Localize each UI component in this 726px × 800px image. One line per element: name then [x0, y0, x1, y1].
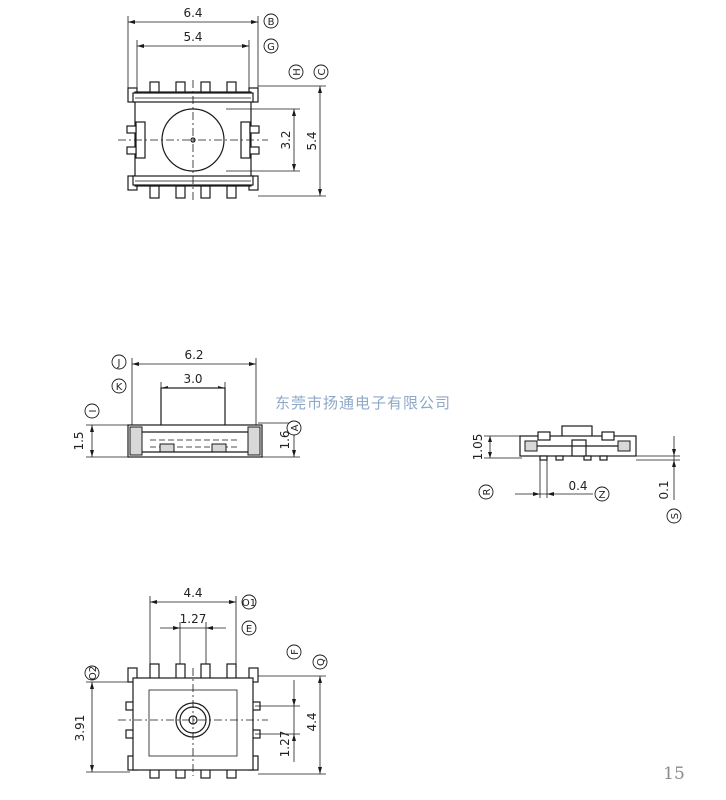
dim-side-length: 6.2	[184, 348, 203, 362]
callout-f: F	[290, 649, 301, 655]
top-view: 6.4 5.4	[118, 6, 329, 200]
dim-end-pin-width: 0.4	[568, 479, 587, 493]
callout-i: I	[88, 410, 99, 413]
dim-bottom-height-left: 3.91	[73, 715, 87, 742]
callout-c: C	[317, 68, 328, 75]
callout-o2: O2	[88, 666, 99, 680]
callout-s: S	[670, 513, 681, 519]
dim-bottom-width: 4.4	[183, 586, 202, 600]
dim-side-height-right: 1.6	[278, 430, 292, 449]
bottom-view: 4.4 1.27	[73, 586, 328, 779]
dim-bottom-height-right: 4.4	[305, 712, 319, 731]
callout-e: E	[246, 624, 252, 635]
dim-bottom-pitch-vertical: 1.27	[278, 731, 292, 758]
callout-z: Z	[599, 490, 606, 501]
dim-top-height: 5.4	[305, 131, 319, 150]
dim-side-actuator: 3.0	[183, 372, 202, 386]
dim-end-standoff: 0.1	[657, 480, 671, 499]
dim-side-height-left: 1.5	[72, 431, 86, 450]
callout-a: A	[290, 424, 301, 431]
dim-bottom-pitch: 1.27	[180, 612, 207, 626]
callout-r: R	[482, 488, 493, 495]
company-watermark: 东莞市扬通电子有限公司	[275, 394, 451, 412]
callout-k: K	[116, 382, 123, 393]
end-view: 1.05 0.4 0.1 R Z S	[471, 425, 682, 524]
callout-h: H	[292, 68, 303, 76]
callout-j: J	[117, 358, 121, 369]
side-view: 6.2 3.0 1.5 1.6 J	[72, 348, 302, 458]
page-number: 15	[663, 764, 685, 784]
dim-end-height: 1.05	[471, 434, 485, 461]
dim-top-width-inner: 5.4	[183, 30, 202, 44]
dim-top-width-outer: 6.4	[183, 6, 202, 20]
callout-g: G	[267, 42, 275, 53]
callout-b: B	[268, 17, 275, 28]
callout-q: Q	[316, 658, 327, 666]
dim-top-knob: 3.2	[279, 130, 293, 149]
callout-o1: O1	[242, 598, 256, 609]
